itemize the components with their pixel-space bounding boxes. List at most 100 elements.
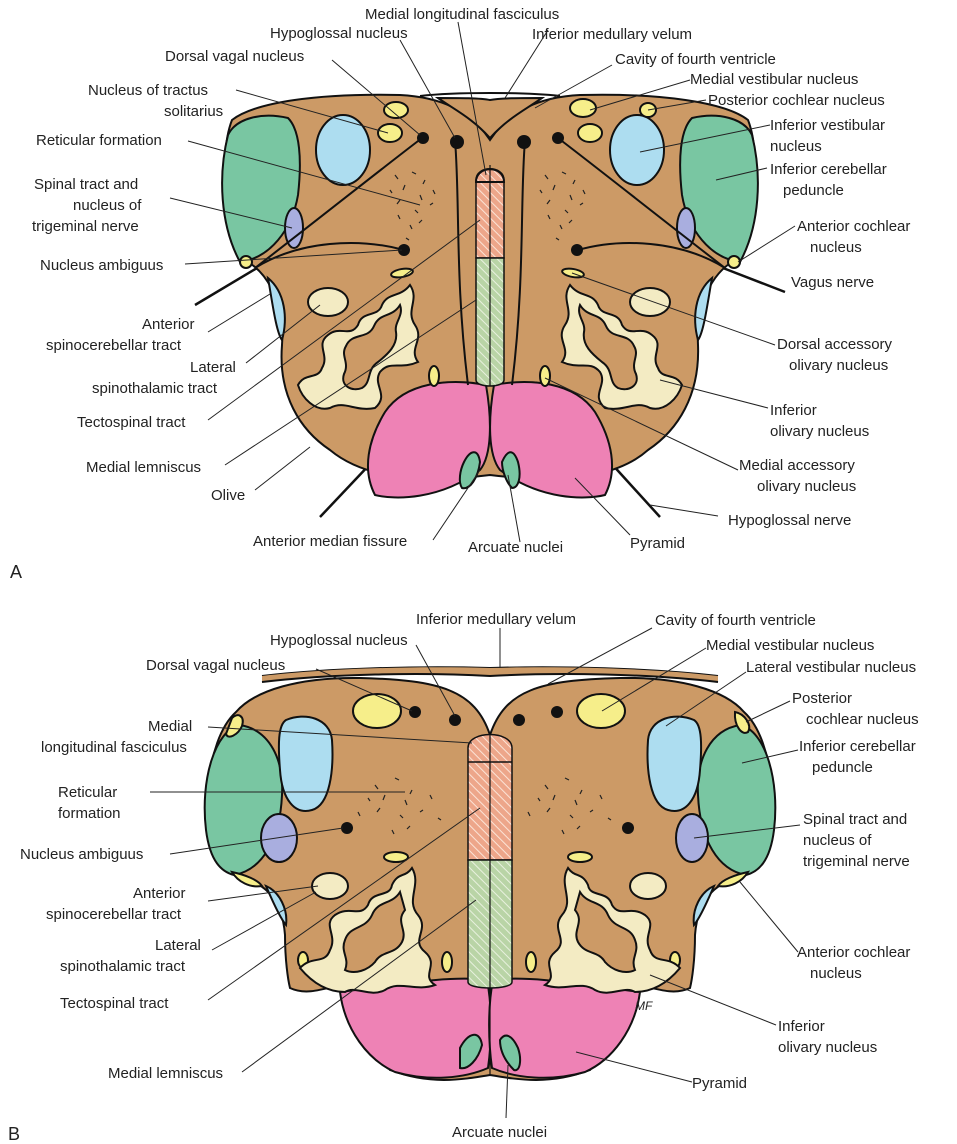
- reticular-formation-right-b: [527, 777, 612, 835]
- nucleus-ambiguus-left-a: [398, 244, 410, 256]
- label-medial-vestibular-nucleus-a: Medial vestibular nucleus: [690, 71, 858, 88]
- label-anterior-cochlear-a-line1: Anterior cochlear: [797, 218, 910, 235]
- label-cavity-fourth-ventricle-b: Cavity of fourth ventricle: [655, 612, 816, 629]
- label-pyramid-b: Pyramid: [692, 1075, 747, 1092]
- nucleus-tractus-solitarius-right-a: [577, 123, 603, 143]
- vagal-fibers-left-a: [254, 137, 423, 269]
- anterior-cochlear-nucleus-left-a: [239, 255, 253, 269]
- hypoglossal-nucleus-left-a: [450, 135, 464, 149]
- label-nucleus-ambiguus-b: Nucleus ambiguus: [20, 846, 143, 863]
- label-anterior-cochlear-b-line2: nucleus: [810, 965, 862, 982]
- hypoglossal-nerve-left: [319, 461, 373, 518]
- dorsal-vagal-nucleus-left-b: [409, 706, 421, 718]
- label-inferior-cerebellar-b-line2: peduncle: [812, 759, 873, 776]
- panel-a-labels: Medial longitudinal fasciculus Hypogloss…: [32, 6, 910, 556]
- arcuate-nucleus-left-a: [458, 451, 482, 490]
- label-nucleus-tractus-a-line2: solitarius: [164, 103, 223, 120]
- lateral-spinothalamic-tract-right-b: [629, 872, 667, 900]
- label-lateral-vestibular-nucleus-b: Lateral vestibular nucleus: [746, 659, 916, 676]
- pyramid-right-a: [489, 381, 613, 499]
- artist-signature: MF: [635, 999, 653, 1013]
- label-inferior-olivary-a-line2: olivary nucleus: [770, 423, 869, 440]
- lateral-spinothalamic-tract-right-a: [629, 287, 671, 317]
- hypoglossal-nucleus-right-a: [517, 135, 531, 149]
- leader-lines-a: [169, 21, 796, 543]
- medial-accessory-olivary-right-a: [539, 365, 551, 387]
- label-hypoglossal-nucleus-b: Hypoglossal nucleus: [270, 632, 408, 649]
- label-spinal-tract-b-line1: Spinal tract and: [803, 811, 907, 828]
- panel-b-letter: B: [8, 1124, 20, 1144]
- anterior-spinocerebellar-tract-left-b: [264, 884, 288, 928]
- label-hypoglossal-nucleus-a: Hypoglossal nucleus: [270, 25, 408, 42]
- posterior-cochlear-nucleus-left-b: [224, 714, 244, 738]
- spinal-trigeminal-nucleus-right-b: [675, 813, 709, 863]
- label-nucleus-ambiguus-a: Nucleus ambiguus: [40, 257, 163, 274]
- label-inferior-cerebellar-a-line2: peduncle: [783, 182, 844, 199]
- anterior-spinocerebellar-tract-right-b: [692, 884, 716, 928]
- spinal-trigeminal-nucleus-left-a: [284, 207, 304, 249]
- reticular-formation-left-a: [389, 171, 436, 241]
- label-spinal-tract-b-line2: nucleus of: [803, 832, 872, 849]
- medial-vestibular-nucleus-left-a: [383, 101, 409, 119]
- label-inferior-cerebellar-a-line1: Inferior cerebellar: [770, 161, 887, 178]
- label-arcuate-nuclei-b: Arcuate nuclei: [452, 1124, 547, 1141]
- inferior-vestibular-nucleus-right-a: [609, 114, 665, 186]
- inferior-olivary-nucleus-left-a: [296, 283, 420, 410]
- label-dorsal-accessory-a-line1: Dorsal accessory: [777, 336, 893, 353]
- label-inferior-medullary-velum-a: Inferior medullary velum: [532, 26, 692, 43]
- label-tectospinal-tract-b: Tectospinal tract: [60, 995, 169, 1012]
- ambiguus-fibers-right-a: [577, 242, 726, 269]
- posterior-cochlear-nucleus-right-b: [733, 710, 751, 734]
- label-inferior-cerebellar-b-line1: Inferior cerebellar: [799, 738, 916, 755]
- label-reticular-b-line1: Reticular: [58, 784, 117, 801]
- pyramid-left-a: [367, 381, 491, 499]
- label-inferior-medullary-velum-b: Inferior medullary velum: [416, 611, 576, 628]
- lateral-vestibular-nucleus-right-b: [646, 715, 703, 812]
- vagus-nerve-left: [194, 266, 258, 307]
- panel-a-letter: A: [10, 562, 22, 582]
- label-lateral-spinothalamic-b-line1: Lateral: [155, 937, 201, 954]
- velum-gap-b: [262, 667, 718, 682]
- fourth-ventricle-a: [434, 96, 546, 140]
- medial-accessory-olivary-left-a: [428, 365, 440, 387]
- label-anterior-median-fissure-a: Anterior median fissure: [253, 533, 407, 550]
- label-medial-longitudinal-fasciculus-a: Medial longitudinal fasciculus: [365, 6, 559, 23]
- anterior-cochlear-nucleus-right-b: [716, 870, 751, 888]
- dorsal-accessory-olivary-left-b: [383, 851, 409, 863]
- reticular-formation-left-b: [357, 777, 442, 835]
- panel-b-labels: Inferior medullary velum Cavity of fourt…: [20, 611, 919, 1141]
- label-reticular-b-line2: formation: [58, 805, 121, 822]
- label-anterior-spinocerebellar-a-line1: Anterior: [142, 316, 195, 333]
- label-medial-vestibular-nucleus-b: Medial vestibular nucleus: [706, 637, 874, 654]
- label-mlf-b-line1: Medial: [148, 718, 192, 735]
- panel-a-diagram: A Medial longitudinal fasciculus Hypoglo…: [10, 6, 910, 582]
- label-tectospinal-tract-a: Tectospinal tract: [77, 414, 186, 431]
- inferior-medullary-velum-a: [419, 92, 561, 97]
- fourth-ventricle-floor-b: [261, 673, 719, 683]
- label-reticular-formation-a: Reticular formation: [36, 132, 162, 149]
- label-dorsal-vagal-nucleus-b: Dorsal vagal nucleus: [146, 657, 285, 674]
- label-medial-accessory-a-line1: Medial accessory: [739, 457, 855, 474]
- nucleus-tractus-solitarius-left-a: [377, 123, 403, 143]
- hypoglossal-fibers-left-a: [454, 139, 469, 386]
- nucleus-ambiguus-right-a: [571, 244, 583, 256]
- label-anterior-cochlear-b-line1: Anterior cochlear: [797, 944, 910, 961]
- medial-vestibular-nucleus-right-b: [576, 693, 626, 729]
- label-anterior-spinocerebellar-b-line1: Anterior: [133, 885, 186, 902]
- label-olive-a: Olive: [211, 487, 245, 504]
- label-spinal-tract-a-line2: nucleus of: [73, 197, 142, 214]
- label-mlf-b-line2: longitudinal fasciculus: [41, 739, 187, 756]
- label-posterior-cochlear-b-line1: Posterior: [792, 690, 852, 707]
- panel-b-diagram: MF B Inferior medullary velum: [8, 611, 919, 1144]
- label-cavity-fourth-ventricle-a: Cavity of fourth ventricle: [615, 51, 776, 68]
- label-spinal-tract-a-line3: trigeminal nerve: [32, 218, 139, 235]
- label-inferior-olivary-b-line2: olivary nucleus: [778, 1039, 877, 1056]
- dorsal-vagal-nucleus-right-b: [551, 706, 563, 718]
- arcuate-nucleus-right-a: [500, 451, 521, 490]
- inferior-vestibular-nucleus-left-a: [315, 114, 371, 186]
- medial-vestibular-nucleus-left-b: [352, 693, 402, 729]
- label-posterior-cochlear-b-line2: cochlear nucleus: [806, 711, 919, 728]
- medial-accessory-olivary-left-b: [441, 951, 453, 973]
- label-hypoglossal-nerve-a: Hypoglossal nerve: [728, 512, 851, 529]
- anterior-spinocerebellar-tract-right-a: [694, 275, 714, 343]
